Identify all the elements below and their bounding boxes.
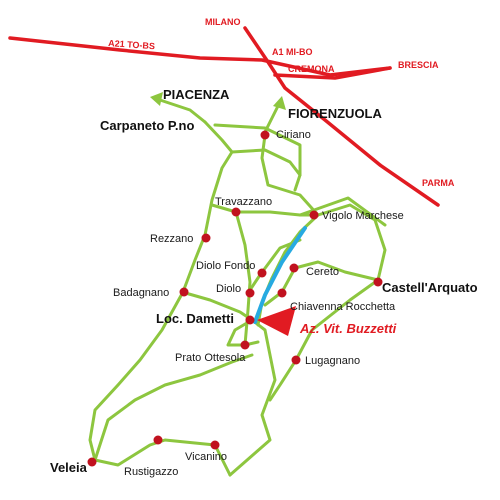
label-carpaneto: Carpaneto P.no: [100, 118, 194, 133]
road-east-2: [298, 196, 387, 227]
road-travazzano: [210, 203, 320, 217]
direction-arrows: [150, 92, 286, 134]
label-fiorenzuola: FIORENZUOLA: [288, 106, 382, 121]
label-vicanino: Vicanino: [185, 451, 227, 463]
winery-pin-marker: [257, 306, 296, 336]
label-castell-arquato: Castell'Arquato: [382, 280, 478, 295]
label-cremona: CREMONA: [288, 64, 335, 74]
road-dametti: [180, 290, 277, 477]
road-north-grid-3: [260, 133, 320, 217]
town-dot-prato-ottesola: [240, 340, 250, 350]
town-dot-castell-arquato: [373, 277, 383, 287]
highway-labels: A21 TO-BS MILANO A1 MI-BO CREMONA BRESCI…: [108, 17, 455, 188]
label-milano: MILANO: [205, 17, 241, 27]
label-a1: A1 MI-BO: [272, 47, 313, 57]
town-dot-diolo: [245, 288, 255, 298]
town-dot-vigolo: [309, 210, 319, 220]
label-winery: Az. Vit. Buzzetti: [299, 321, 397, 336]
town-dot-lugagnano: [291, 355, 301, 365]
highway-a1: [243, 26, 440, 207]
town-dot-travazzano: [231, 207, 241, 217]
label-veleia: Veleia: [50, 460, 88, 475]
label-diolo-fondo: Diolo Fondo: [196, 260, 255, 272]
road-north-grid-2: [230, 148, 302, 177]
label-cereto: Cereto: [306, 266, 339, 278]
highway-a21: [8, 36, 392, 77]
label-badagnano: Badagnano: [113, 287, 169, 299]
highway-cremona-brescia: [273, 66, 392, 80]
town-dot-chiavenna: [277, 288, 287, 298]
road-loop-sw: [93, 353, 254, 462]
label-lugagnano: Lugagnano: [305, 355, 360, 367]
town-markers: [87, 130, 383, 467]
town-dot-rustigazzo: [153, 435, 163, 445]
label-piacenza: PIACENZA: [163, 87, 230, 102]
local-roads: [88, 120, 387, 477]
label-prato-ottesola: Prato Ottesola: [175, 352, 246, 364]
road-east: [268, 203, 387, 402]
town-dot-veleia: [87, 457, 97, 467]
arrow-fiorenzuola-head: [273, 96, 286, 110]
arrow-fiorenzuola-shaft: [263, 102, 281, 134]
town-dot-badagnano: [179, 287, 189, 297]
arrow-piacenza-head: [150, 92, 163, 106]
label-rezzano: Rezzano: [150, 233, 193, 245]
label-vigolo: Vigolo Marchese: [322, 210, 404, 222]
arrow-piacenza-shaft: [158, 98, 207, 124]
label-chiavenna: Chiavenna Rocchetta: [290, 301, 396, 313]
label-brescia: BRESCIA: [398, 60, 439, 70]
label-ciriano: Ciriano: [276, 129, 311, 141]
road-north-grid-1: [213, 123, 302, 192]
town-dot-vicanino: [210, 440, 220, 450]
label-loc-dametti: Loc. Dametti: [156, 311, 234, 326]
town-dot-diolo-fondo: [257, 268, 267, 278]
road-outer-west: [88, 120, 234, 477]
town-dot-cereto: [289, 263, 299, 273]
label-parma: PARMA: [422, 178, 455, 188]
label-diolo: Diolo: [216, 283, 241, 295]
label-travazzano: Travazzano: [215, 196, 272, 208]
label-rustigazzo: Rustigazzo: [124, 466, 178, 478]
town-dot-ciriano: [260, 130, 270, 140]
label-a21: A21 TO-BS: [108, 38, 155, 51]
place-labels: Carpaneto P.no Ciriano Travazzano Vigolo…: [50, 118, 478, 478]
town-dot-rezzano: [201, 233, 211, 243]
town-dot-loc-dametti: [245, 315, 255, 325]
river: [253, 226, 307, 324]
highways: [8, 26, 440, 207]
